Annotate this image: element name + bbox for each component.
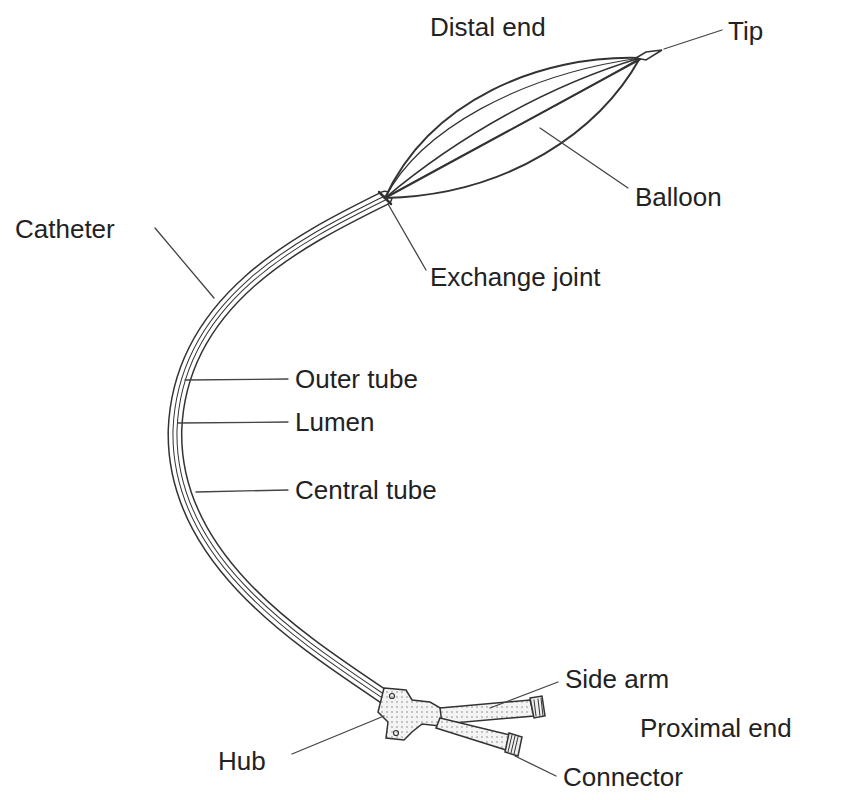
- side-arm-connector: [530, 696, 545, 718]
- connector-thread: [534, 698, 543, 716]
- leader-line: [490, 682, 558, 708]
- connector-thread: [508, 735, 518, 754]
- central-wire: [385, 56, 646, 198]
- leader-line: [292, 716, 384, 754]
- region-label: Proximal end: [640, 713, 792, 743]
- region-label: Distal end: [430, 12, 546, 42]
- hub-hole: [390, 694, 395, 699]
- part-label: Outer tube: [295, 364, 418, 394]
- leader-line: [515, 756, 556, 776]
- leader-line: [155, 228, 214, 298]
- leader-line: [196, 490, 288, 492]
- leader-line: [185, 379, 288, 380]
- part-label: Balloon: [635, 182, 722, 212]
- outer-tube: [175, 198, 392, 702]
- tip: [636, 50, 662, 60]
- main-arm: [436, 718, 510, 750]
- connector: [505, 733, 522, 756]
- central-tube-bore: [175, 198, 392, 702]
- part-label: Catheter: [15, 214, 115, 244]
- part-label: Connector: [563, 762, 683, 792]
- lumen: [175, 198, 392, 702]
- hub: [378, 688, 444, 740]
- part-label: Side arm: [565, 664, 669, 694]
- leader-line: [178, 422, 288, 423]
- exchange-joint: [379, 192, 391, 204]
- side-arm: [440, 700, 534, 724]
- central-tube: [175, 198, 392, 702]
- part-label: Tip: [728, 16, 763, 46]
- leader-line: [540, 128, 628, 188]
- leader-line: [664, 30, 722, 49]
- hub-hole: [394, 731, 399, 736]
- part-label: Lumen: [295, 407, 375, 437]
- leader-line: [388, 204, 426, 270]
- part-label: Exchange joint: [430, 262, 601, 292]
- part-label: Central tube: [295, 475, 437, 505]
- part-label: Hub: [218, 746, 266, 776]
